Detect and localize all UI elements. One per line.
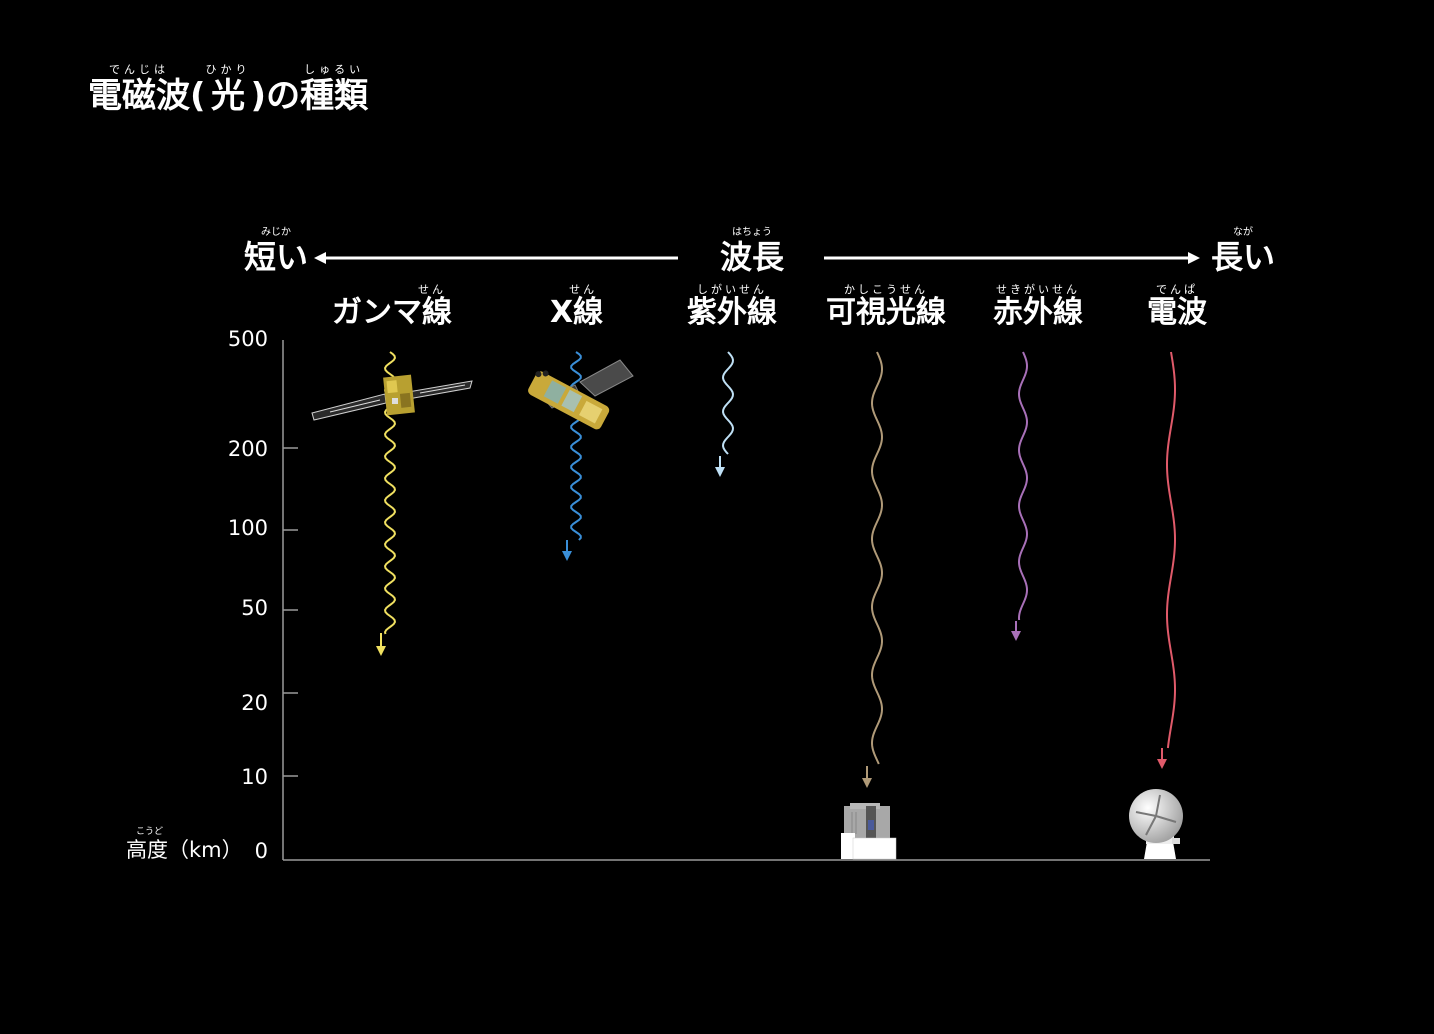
furigana: せきがいせん	[996, 283, 1080, 296]
long-wavelength-label: なが 長い	[1211, 227, 1275, 275]
y-axis-label: こうど 高度（km）	[126, 826, 243, 862]
title-segment: ひかり 光	[205, 63, 251, 117]
furigana: せん	[418, 283, 446, 296]
y-tick-0: 0	[254, 839, 268, 863]
title-text: 光	[211, 76, 246, 116]
wavelength-center-label: はちょう 波長	[720, 227, 784, 275]
radio-wave	[1157, 351, 1177, 769]
y-tick-200: 200	[227, 437, 268, 461]
ultraviolet-wave	[715, 351, 734, 477]
band-label-text: 赤外線	[993, 295, 1083, 330]
radio-telescope-icon	[1129, 789, 1183, 859]
furigana: なが	[1233, 227, 1253, 238]
furigana: せん	[569, 283, 598, 296]
furigana: しゅるい	[304, 63, 365, 76]
short-label-text: 短い	[244, 238, 309, 276]
y-tick-500: 500	[227, 327, 268, 351]
band-label-infrared: せきがいせん 赤外線	[993, 284, 1083, 330]
furigana: しがいせん	[697, 283, 767, 296]
band-label-radio: でんぱ 電波	[1147, 284, 1207, 330]
band-label-text: 電波	[1147, 295, 1207, 330]
y-tick-20: 20	[241, 691, 268, 715]
furigana: でんじは	[109, 63, 169, 76]
title-text: 電磁波	[88, 76, 190, 116]
title-text: )の	[250, 76, 301, 116]
y-tick-100: 100	[227, 516, 268, 540]
y-tick-10: 10	[241, 765, 268, 789]
wavelength-arrow-left	[314, 252, 678, 264]
furigana: ひかり	[205, 63, 251, 76]
long-label-text: 長い	[1211, 238, 1276, 276]
band-label-text: 紫外線	[687, 295, 777, 330]
title-segment: (	[190, 64, 206, 116]
furigana: みじか	[261, 227, 291, 238]
short-wavelength-label: みじか 短い	[244, 227, 308, 275]
furigana: はちょう	[732, 227, 772, 238]
page-title: でんじは 電磁波 ( ひかり 光 )の しゅるい 種類	[88, 63, 369, 117]
furigana: こうど	[136, 827, 164, 837]
title-text: (	[190, 76, 206, 116]
band-label-gamma: せん ガンマ線	[332, 284, 452, 330]
band-label-xray: せん X線	[550, 284, 603, 330]
band-label-text: X線	[550, 295, 604, 330]
title-segment: )の	[251, 64, 301, 116]
y-axis	[282, 340, 298, 860]
band-label-uv: しがいせん 紫外線	[687, 284, 777, 330]
optical-telescope-icon	[841, 803, 897, 860]
wavelength-label-text: 波長	[720, 238, 785, 276]
band-label-text: ガンマ線	[332, 295, 452, 330]
x-ray-satellite-icon	[528, 359, 634, 430]
wavelength-arrow-right	[824, 252, 1200, 264]
furigana: かしこうせん	[844, 283, 928, 296]
band-label-visible: かしこうせん 可視光線	[826, 284, 946, 330]
infrared-wave	[1011, 351, 1029, 641]
gamma-ray-satellite-icon	[311, 374, 473, 421]
band-label-text: 可視光線	[826, 295, 946, 330]
furigana: でんぱ	[1156, 283, 1198, 296]
title-text: 種類	[300, 76, 369, 116]
visible-light-wave	[862, 351, 883, 788]
title-segment: しゅるい 種類	[300, 63, 369, 117]
title-segment: でんじは 電磁波	[88, 63, 190, 117]
y-axis-label-text: 高度（km）	[126, 838, 243, 862]
x-ray-wave	[562, 351, 582, 561]
y-tick-50: 50	[241, 596, 268, 620]
